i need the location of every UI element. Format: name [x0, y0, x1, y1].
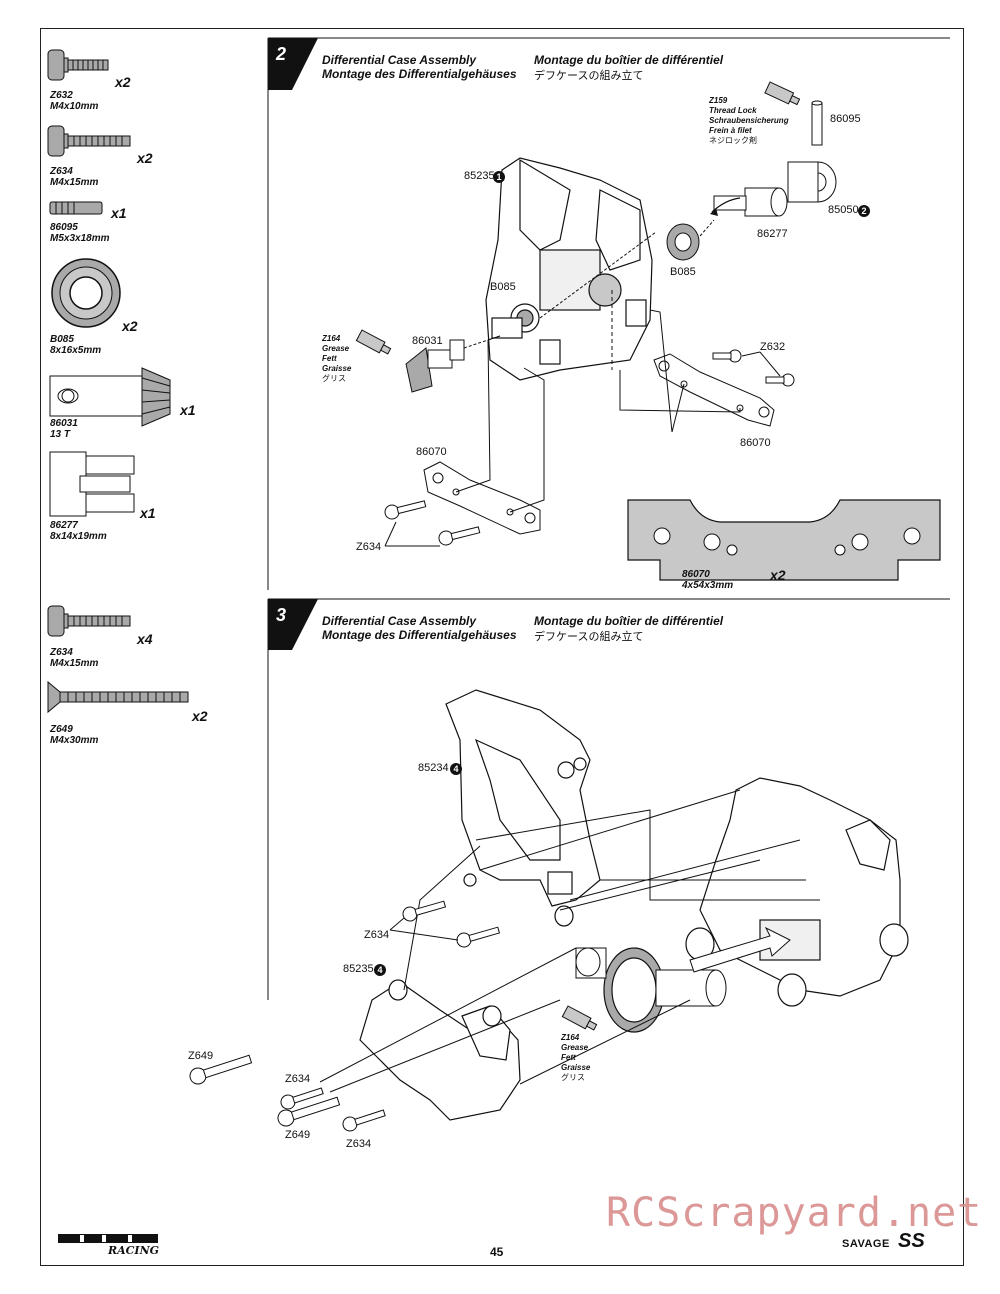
screw-z632-icon [47, 49, 109, 81]
step2-assembly-drawing [355, 81, 941, 581]
step-title-de: Montage des Differentialgehäuses [322, 67, 517, 81]
set-screw-86095-icon [49, 201, 103, 215]
threadlock-label-1: Z159 [709, 96, 728, 105]
step-ref-badge: 1 [493, 171, 505, 183]
part-code: 86277 [50, 520, 78, 531]
callout-z634: Z634 [356, 541, 382, 553]
part-size: 13 T [50, 429, 71, 440]
part-qty: x2 [192, 708, 208, 724]
grease-label-5: グリス [561, 1073, 585, 1082]
callout-85235: 85235 [343, 963, 374, 975]
part-qty: x1 [111, 205, 127, 221]
step3-assembly-drawing [189, 689, 909, 1132]
grease-label-1: Z164 [322, 334, 341, 343]
part-size: M4x10mm [50, 101, 99, 112]
inset-part-code: 86070 [682, 569, 710, 580]
inset-part-qty: x2 [770, 567, 786, 583]
part-size: 8x16x5mm [50, 345, 102, 356]
part-code: Z634 [50, 647, 73, 658]
grease-label-4: Graisse [561, 1063, 591, 1072]
step-title-fr: Montage du boîtier de différentiel [534, 614, 724, 628]
threadlock-label-2: Thread Lock [709, 106, 757, 115]
callout-z632: Z632 [760, 341, 786, 353]
screw-z634-icon [47, 605, 131, 637]
part-size: M4x15mm [50, 658, 99, 669]
callout-b085: B085 [490, 281, 516, 293]
step-number: 2 [276, 44, 287, 64]
part-qty: x2 [115, 74, 131, 90]
callout-86070: 86070 [740, 437, 771, 449]
callout-z649: Z649 [285, 1129, 311, 1141]
part-size: M5x3x18mm [50, 233, 110, 244]
threadlock-label-4: Frein à filet [709, 126, 752, 135]
threadlock-label-3: Schraubensicherung [709, 116, 789, 125]
part-qty: x2 [137, 150, 153, 166]
callout-85235: 85235 [464, 170, 495, 182]
step-panel-border [267, 37, 950, 590]
part-qty: x4 [137, 631, 153, 647]
screw-z649-icon [47, 680, 189, 714]
grease-label-5: グリス [322, 374, 346, 383]
grease-label-3: Fett [561, 1053, 576, 1062]
pinion-86031-icon [49, 367, 171, 427]
output-cup-86277-icon [49, 451, 135, 517]
watermark: RCScrapyard.net [606, 1190, 983, 1236]
callout-b085: B085 [670, 266, 696, 278]
step-title-de: Montage des Differentialgehäuses [322, 628, 517, 642]
step-panel-border [267, 598, 950, 1000]
step-title-en: Differential Case Assembly [322, 614, 477, 628]
step-ref-badge: 2 [858, 205, 870, 217]
step-number: 3 [276, 605, 287, 625]
callout-85234: 85234 [418, 762, 449, 774]
part-code: 86095 [50, 222, 78, 233]
step-title-jp: デフケースの組み立て [534, 631, 644, 643]
part-size: 8x14x19mm [50, 531, 107, 542]
callout-86095: 86095 [830, 113, 861, 125]
callout-z634: Z634 [364, 929, 390, 941]
grease-label-1: Z164 [561, 1033, 580, 1042]
part-code: Z634 [50, 166, 73, 177]
part-qty: x1 [140, 505, 156, 521]
product-logo: SAVAGE [842, 1238, 890, 1250]
threadlock-label-5: ネジロック剤 [709, 136, 757, 145]
part-code: Z632 [50, 90, 73, 101]
inset-part-size: 4x54x3mm [682, 580, 734, 591]
part-code: Z649 [50, 724, 73, 735]
grease-label-4: Graisse [322, 364, 352, 373]
callout-85050: 85050 [828, 204, 859, 216]
bearing-b085-icon [51, 258, 121, 328]
page-number: 45 [490, 1245, 504, 1259]
part-size: M4x15mm [50, 177, 99, 188]
product-logo-suffix: SS [898, 1230, 925, 1252]
callout-z634: Z634 [285, 1073, 311, 1085]
svg-text:RACING: RACING [107, 1244, 159, 1257]
callout-86277: 86277 [757, 228, 788, 240]
callout-z634: Z634 [346, 1138, 372, 1150]
step-title-jp: デフケースの組み立て [534, 70, 644, 82]
part-size: M4x30mm [50, 735, 99, 746]
grease-label-2: Grease [561, 1043, 589, 1052]
step-title-fr: Montage du boîtier de différentiel [534, 53, 724, 67]
step-ref-badge: 4 [450, 763, 462, 775]
callout-86070: 86070 [416, 446, 447, 458]
callout-86031: 86031 [412, 335, 443, 347]
step-ref-badge: 4 [374, 964, 386, 976]
page-frame [40, 28, 964, 1266]
grease-label-3: Fett [322, 354, 337, 363]
part-qty: x2 [122, 318, 138, 334]
hpi-racing-logo: RACING [58, 1234, 159, 1257]
screw-z634-icon [47, 125, 131, 157]
part-qty: x1 [180, 402, 196, 418]
callout-z649: Z649 [188, 1050, 214, 1062]
grease-label-2: Grease [322, 344, 350, 353]
part-code: 86031 [50, 418, 78, 429]
part-code: B085 [50, 334, 74, 345]
step-title-en: Differential Case Assembly [322, 53, 477, 67]
